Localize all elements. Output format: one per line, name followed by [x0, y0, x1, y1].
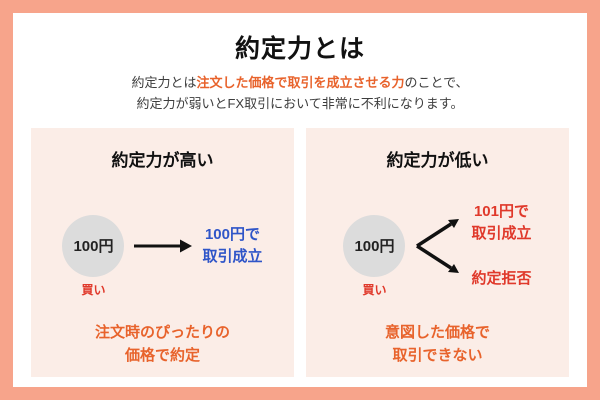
low-outcome-top-text: 101円で 取引成立	[471, 202, 532, 242]
description-prefix: 約定力とは	[131, 75, 197, 90]
panel-high-execution: 約定力が高い 100円 買い 100円で 取引成立 注文時のぴったりの 価格で約…	[31, 127, 294, 378]
high-diagram: 100円 買い 100円で 取引成立	[39, 185, 286, 307]
order-side-label: 買い	[81, 282, 106, 297]
high-caption: 注文時のぴったりの 価格で約定	[94, 323, 230, 364]
description: 約定力とは注文した価格で取引を成立させる力のことで、 約定力が弱いとFX取引にお…	[31, 73, 569, 115]
order-side-label: 買い	[362, 282, 387, 297]
price-circle: 100円	[343, 214, 406, 277]
fork-arrow-icon	[416, 218, 460, 273]
panel-high-heading: 約定力が高い	[111, 150, 214, 170]
low-outcomes: 101円で 取引成立 約定拒否	[471, 201, 531, 290]
description-highlight: 注文した価格で取引を成立させる力	[196, 75, 405, 90]
right-arrow-icon	[134, 239, 193, 253]
high-order-block: 100円 買い	[62, 214, 125, 297]
comparison-panels: 約定力が高い 100円 買い 100円で 取引成立 注文時のぴったりの 価格で約…	[31, 127, 569, 378]
price-circle: 100円	[62, 214, 125, 277]
low-order-block: 100円 買い	[343, 214, 406, 297]
low-diagram: 100円 買い 101円で 取引成立 約定拒否	[314, 185, 561, 307]
low-caption: 意図した価格で 取引できない	[384, 323, 490, 364]
low-outcome-bottom-text: 約定拒否	[471, 270, 532, 288]
page-title: 約定力とは	[234, 35, 365, 63]
panel-low-heading: 約定力が低い	[386, 150, 489, 170]
description-suffix: のことで、	[404, 75, 469, 90]
high-outcome-text: 100円で 取引成立	[202, 225, 263, 265]
infographic-body: 約定力とは 約定力とは注文した価格で取引を成立させる力のことで、 約定力が弱いと…	[13, 13, 587, 387]
description-line2: 約定力が弱いとFX取引において非常に不利になります。	[136, 95, 464, 111]
panel-low-execution: 約定力が低い 100円 買い 101円で 取引成立 約定拒否	[306, 127, 569, 378]
